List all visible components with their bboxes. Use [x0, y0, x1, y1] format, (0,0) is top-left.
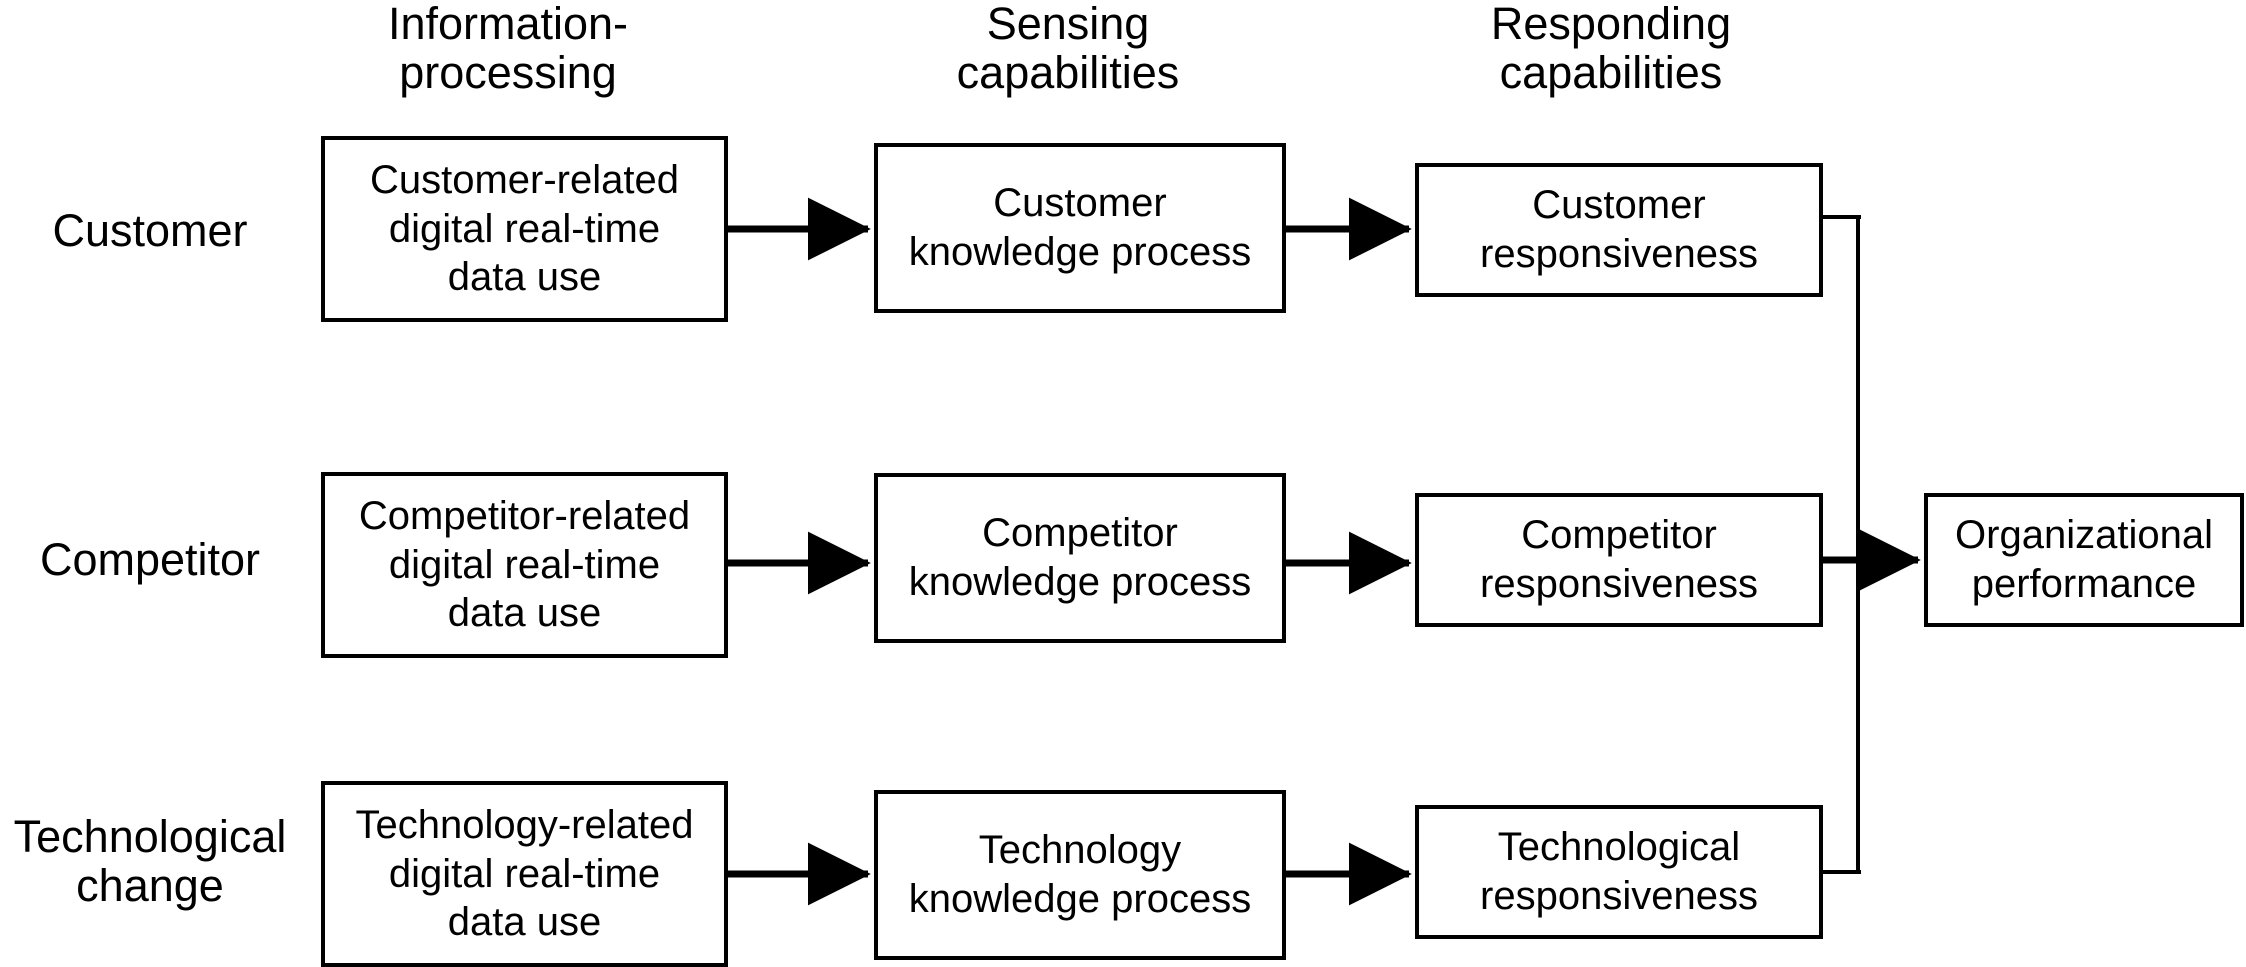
node-technology-data-use[interactable]: Technology-related digital real-time dat…: [321, 781, 728, 967]
node-technological-responsiveness[interactable]: Technological responsiveness: [1415, 805, 1823, 939]
node-competitor-data-use[interactable]: Competitor-related digital real-time dat…: [321, 472, 728, 658]
row-label-competitor: Competitor: [39, 534, 261, 585]
node-competitor-knowledge-process[interactable]: Competitor knowledge process: [874, 473, 1286, 643]
node-competitor-responsiveness[interactable]: Competitor responsiveness: [1415, 493, 1823, 627]
node-technology-knowledge-process[interactable]: Technology knowledge process: [874, 790, 1286, 960]
node-customer-data-use[interactable]: Customer-related digital real-time data …: [321, 136, 728, 322]
column-header-responding-capabilities: Responding capabilities: [1490, 0, 1732, 98]
node-customer-knowledge-process[interactable]: Customer knowledge process: [874, 143, 1286, 313]
node-customer-responsiveness[interactable]: Customer responsiveness: [1415, 163, 1823, 297]
column-header-information-processing: Information- processing: [387, 0, 629, 98]
row-label-technological-change: Technological change: [13, 811, 287, 911]
row-label-customer: Customer: [52, 205, 248, 256]
node-organizational-performance[interactable]: Organizational performance: [1924, 493, 2244, 627]
column-header-sensing-capabilities: Sensing capabilities: [956, 0, 1180, 98]
